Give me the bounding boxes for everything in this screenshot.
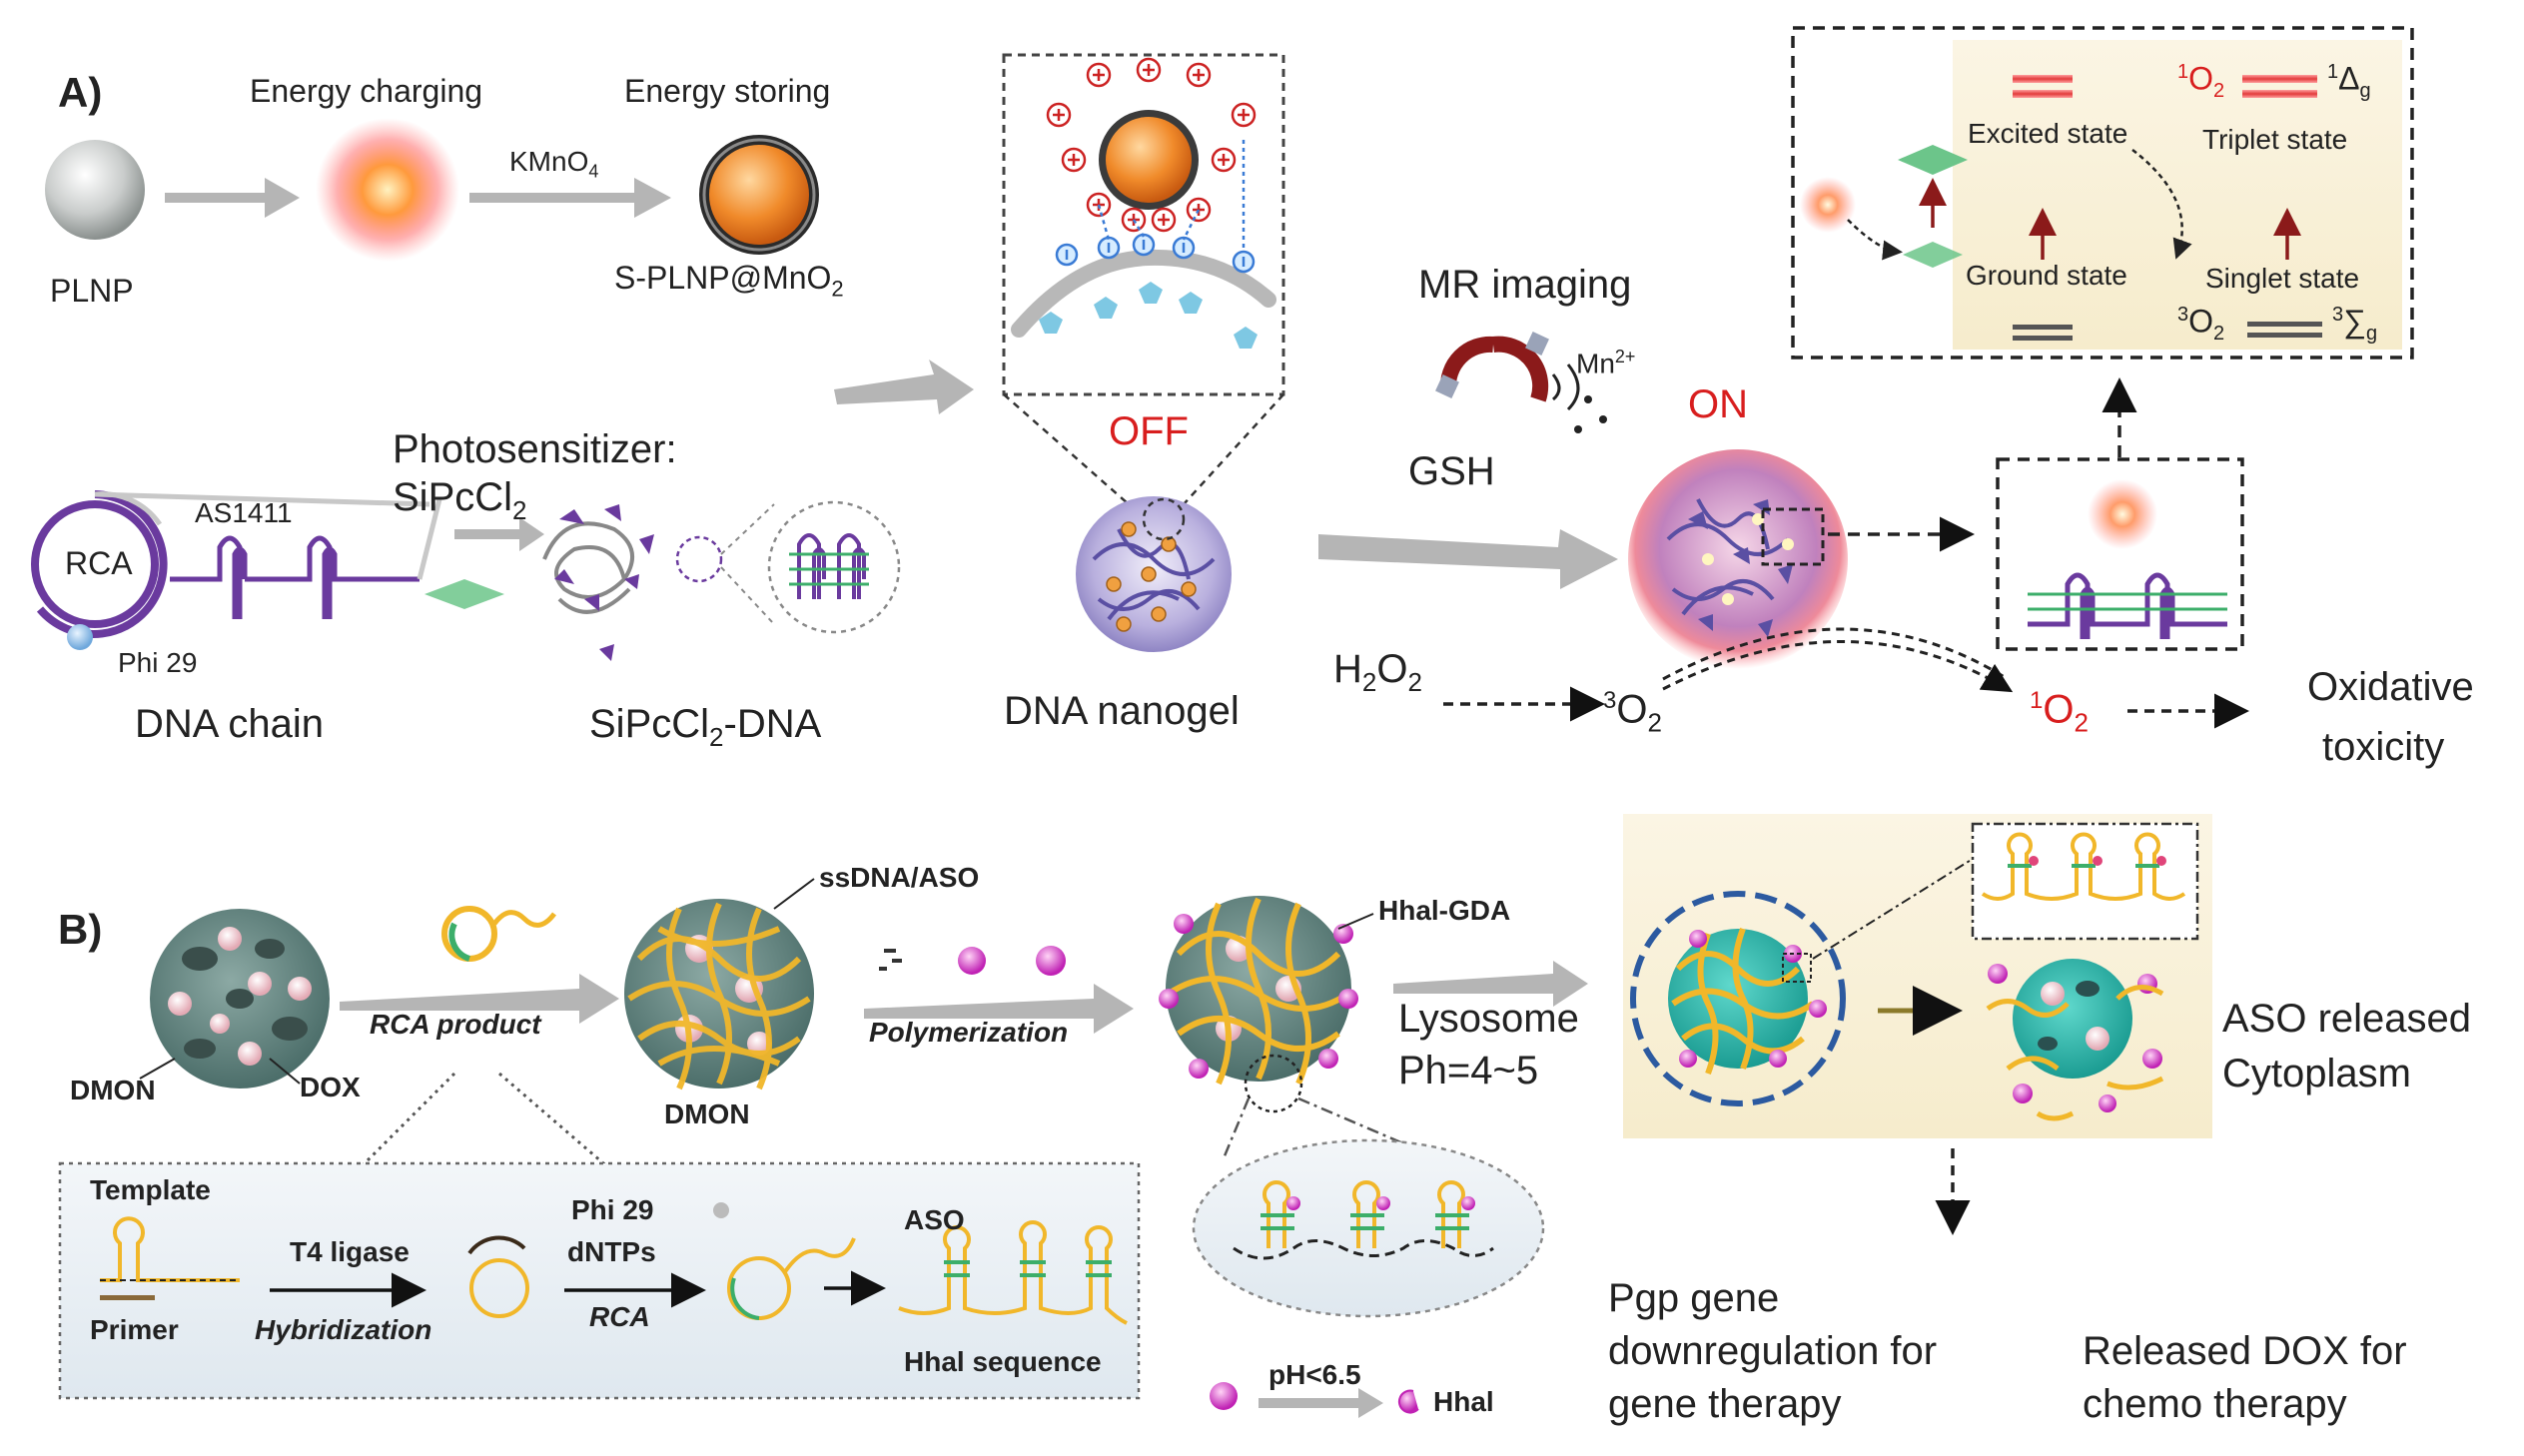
triplet-state-label: Triplet state (2202, 124, 2348, 155)
dna-chain-label: DNA chain (135, 702, 324, 746)
splnp-label: S-PLNP@MnO2 (614, 260, 844, 302)
as1411-label: AS1411 (195, 497, 293, 528)
dna-nanogel-on (1628, 449, 1848, 669)
plnp-label: PLNP (50, 273, 134, 309)
dna-nanogel-label: DNA nanogel (1004, 689, 1240, 733)
rca-product-label: RCA product (370, 1009, 541, 1040)
positive-charges (1046, 57, 1257, 233)
rca-template-circle (31, 500, 159, 628)
oxidative-label: Oxidative (2307, 665, 2474, 709)
charged-plnp (316, 118, 459, 262)
primer-label: Primer (90, 1314, 179, 1345)
sipccl2-label: SiPcCl2 (393, 475, 527, 525)
released-dox-line1: Released DOX for (2083, 1329, 2407, 1373)
lysosome-circle (1630, 891, 1846, 1106)
singlet-state-label: Singlet state (2205, 263, 2360, 294)
inset-triplet-o2: 3O2 (2177, 303, 2225, 346)
pgp-line2: downregulation for (1608, 1329, 1938, 1373)
inset-sigma-g: 3∑g (2332, 303, 2378, 346)
photosensitizer-label: Photosensitizer: (393, 427, 677, 471)
ph65-label: pH<6.5 (1268, 1359, 1361, 1390)
dmon-label: DMON (70, 1075, 156, 1105)
pgp-line1: Pgp gene (1608, 1276, 1780, 1320)
gquadruplex-zoom (767, 500, 901, 634)
dntps-label: dNTPs (567, 1236, 656, 1267)
panel-a-label: A) (58, 69, 103, 116)
inset-singlet-o2: 1O2 (2177, 60, 2225, 103)
hhal-gda-label: Hhal-GDA (1378, 895, 1511, 926)
hhal-label: Hhal (1433, 1386, 1494, 1417)
pgp-line3: gene therapy (1608, 1382, 1842, 1426)
ssdna-aso-label: ssDNA/ASO (819, 862, 980, 893)
rca-b-label: RCA (589, 1301, 650, 1332)
ligated-circle (469, 1258, 529, 1318)
energy-charging-label: Energy charging (250, 73, 483, 109)
triplet-oxygen-label: 3O2 (1603, 687, 1662, 738)
polymerization-label: Polymerization (869, 1017, 1069, 1048)
dox-label: DOX (300, 1072, 361, 1102)
h2o2-label: H2O2 (1333, 647, 1422, 697)
on-label: ON (1688, 382, 1748, 426)
toxicity-label: toxicity (2322, 725, 2445, 769)
arrow-kmno4 (469, 178, 671, 218)
hhal-sequence-label: Hhal sequence (904, 1346, 1102, 1377)
gsh-label: GSH (1408, 449, 1495, 493)
ground-state-label: Ground state (1966, 260, 2127, 291)
released-dox-line2: chemo therapy (2083, 1382, 2347, 1426)
hybridization-label: Hybridization (255, 1314, 432, 1345)
sipccl-dna-coil (542, 521, 634, 614)
photosensitizer-diamond (424, 579, 504, 609)
sipccl2-dna-label: SiPcCl2-DNA (589, 702, 822, 752)
cytoplasm-label: Cytoplasm (2222, 1052, 2411, 1095)
phi29-b-label: Phi 29 (571, 1194, 654, 1225)
lysosome-label: Lysosome (1398, 997, 1579, 1041)
energy-storing-label: Energy storing (624, 73, 831, 109)
aso-released-label: ASO released (2222, 997, 2472, 1041)
phi29-polymerase (67, 624, 93, 650)
arrow-lysosome (1393, 961, 1588, 1007)
mr-imaging-label: MR imaging (1418, 263, 1632, 307)
rca-label: RCA (65, 545, 133, 581)
inset-delta-g: 1Δg (2327, 60, 2371, 103)
mn2-label: Mn2+ (1576, 347, 1636, 379)
singlet-oxygen-label: 1O2 (2030, 687, 2089, 738)
t4-ligase-label: T4 ligase (290, 1236, 410, 1267)
template-label: Template (90, 1174, 211, 1205)
excited-state-label: Excited state (1968, 118, 2128, 149)
kmno4-label: KMnO4 (509, 146, 599, 182)
magnet-icon (1435, 332, 1549, 402)
arrow-polymerization (864, 984, 1134, 1034)
ph-label: Ph=4~5 (1398, 1049, 1539, 1092)
aso-label: ASO (904, 1204, 965, 1235)
arrow-gsh (1318, 529, 1618, 589)
panel-b-label: B) (58, 906, 103, 953)
plnp-particle (45, 140, 145, 240)
arrow-charge (165, 178, 300, 218)
phi29-label: Phi 29 (118, 647, 198, 678)
off-label: OFF (1109, 409, 1189, 453)
dmon-wrapped-label: DMON (664, 1098, 750, 1129)
arrow-to-nanogel (834, 360, 974, 414)
